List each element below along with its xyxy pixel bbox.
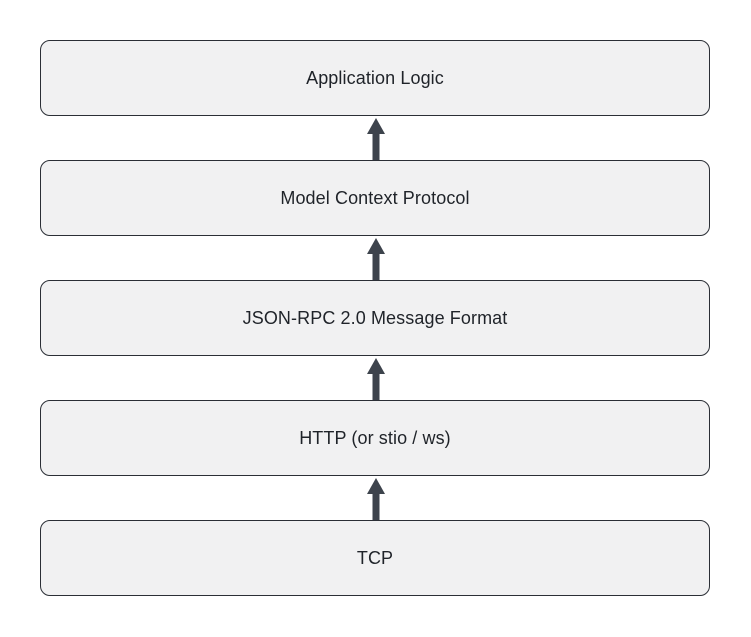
layer-label: JSON-RPC 2.0 Message Format — [242, 307, 508, 328]
layer-label: Model Context Protocol — [280, 187, 470, 208]
layer-label: Application Logic — [306, 67, 444, 88]
up-arrow-icon — [367, 118, 385, 160]
layer-box-http: HTTP (or stio / ws) — [40, 400, 710, 476]
up-arrow-icon — [367, 238, 385, 280]
up-arrow-icon — [367, 478, 385, 520]
up-arrow-icon — [367, 358, 385, 400]
layer-label: TCP — [356, 547, 394, 568]
layer-box-tcp: TCP — [40, 520, 710, 596]
layer-box-model-context-protocol: Model Context Protocol — [40, 160, 710, 236]
layer-box-application-logic: Application Logic — [40, 40, 710, 116]
layer-box-json-rpc: JSON-RPC 2.0 Message Format — [40, 280, 710, 356]
layer-label: HTTP (or stio / ws) — [299, 427, 451, 448]
